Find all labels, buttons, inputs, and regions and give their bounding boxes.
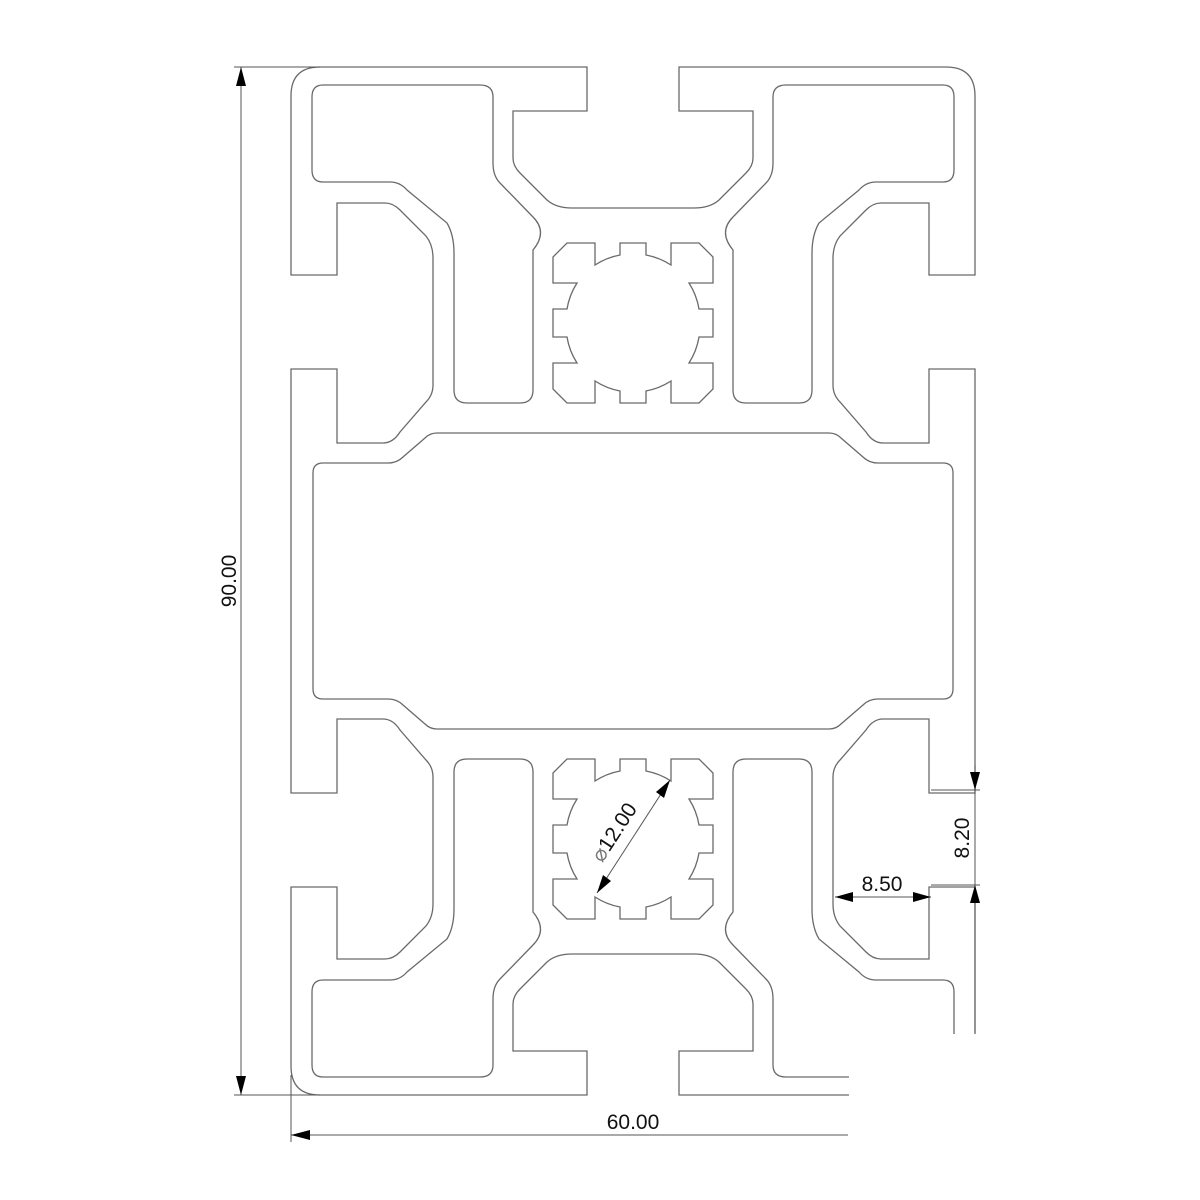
arrow-icon	[970, 772, 980, 790]
width-dimension: 60.00	[290, 1075, 848, 1142]
bore-diameter-value: 12.00	[594, 799, 642, 856]
arrow-icon	[291, 1130, 310, 1140]
slot-depth-label: 8.50	[862, 873, 903, 896]
height-dimension: 90.00	[218, 66, 320, 1096]
arrow-icon	[236, 1076, 246, 1095]
bore-diameter-dimension: ⌀12.00	[587, 779, 671, 894]
arrow-icon	[597, 875, 611, 893]
width-label: 60.00	[607, 1111, 660, 1134]
profile-top-half	[291, 67, 975, 581]
blank-area	[849, 1034, 1200, 1200]
bore-label: ⌀12.00	[587, 799, 642, 866]
slot-depth-dimension: 8.50	[835, 873, 931, 902]
slot-width-dimension: 8.20	[931, 765, 980, 1033]
height-label: 90.00	[218, 555, 241, 608]
arrow-icon	[970, 885, 980, 903]
slot-width-label: 8.20	[951, 818, 974, 859]
arrow-icon	[835, 892, 853, 902]
arrow-icon	[236, 67, 246, 86]
arrow-icon	[656, 780, 670, 798]
arrow-icon	[913, 892, 931, 902]
dimension-line	[596, 779, 671, 894]
